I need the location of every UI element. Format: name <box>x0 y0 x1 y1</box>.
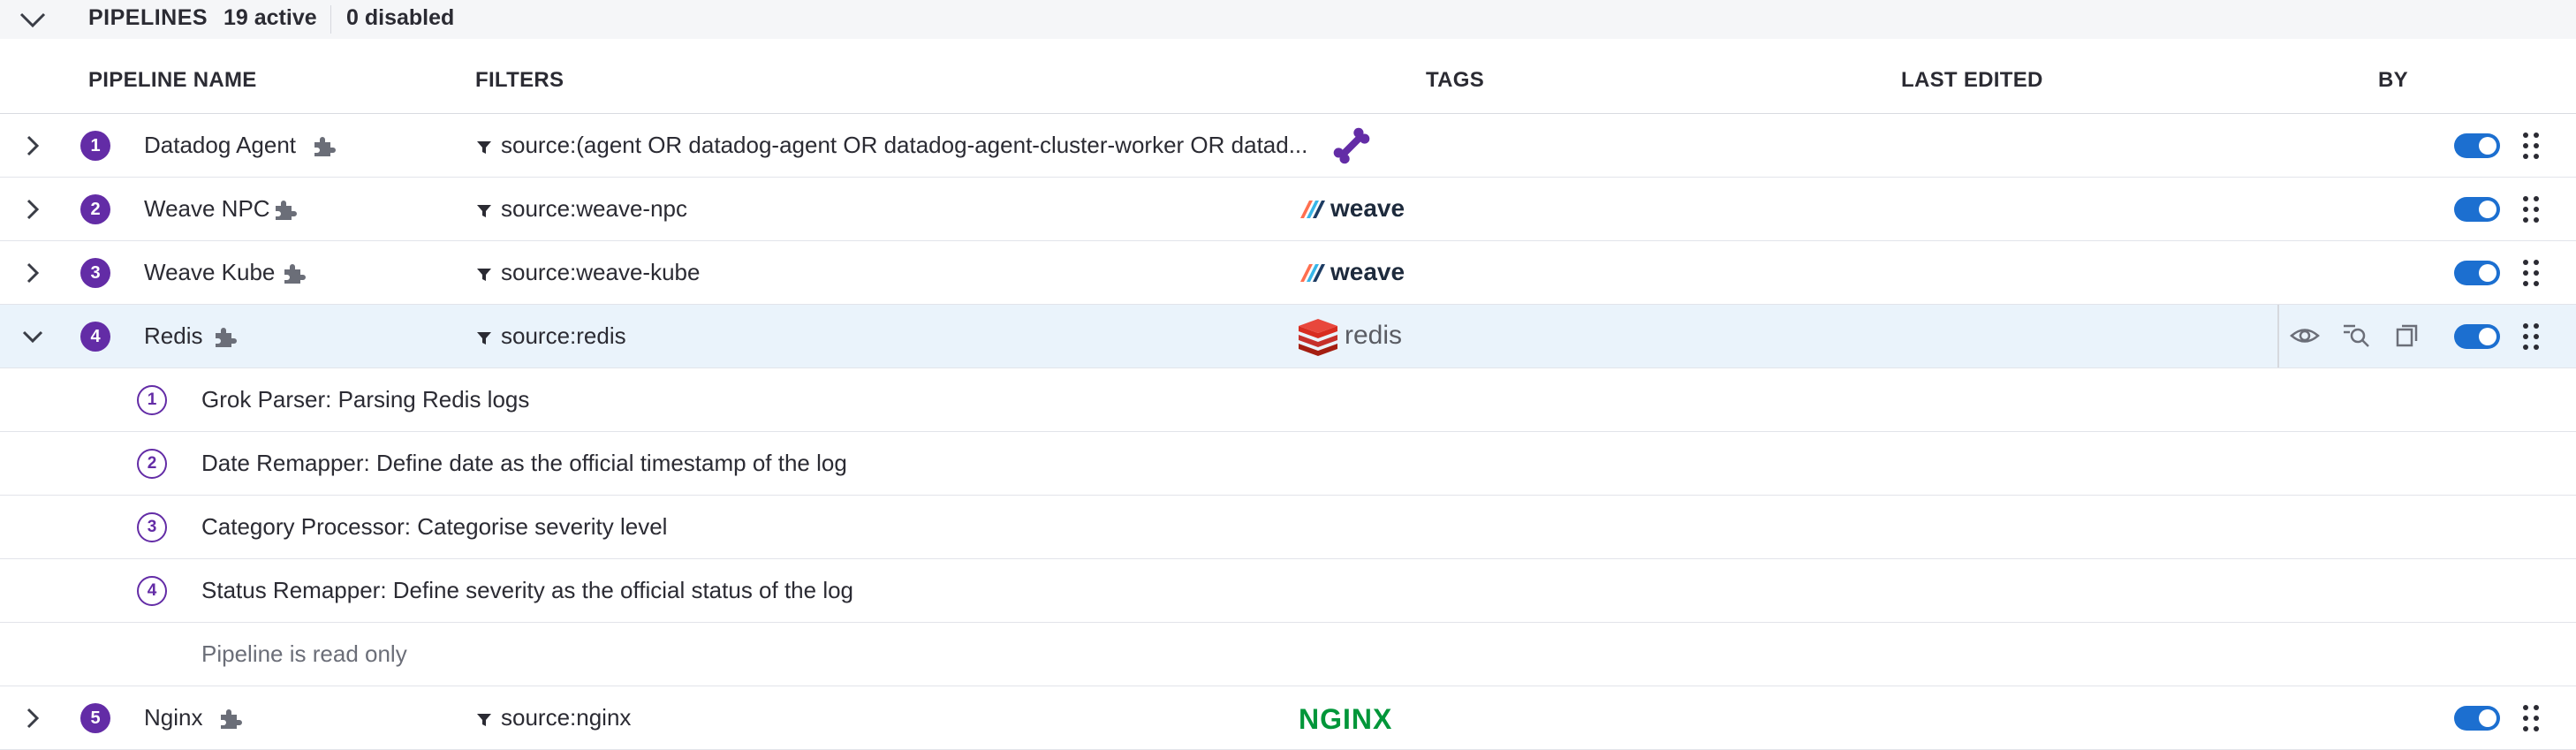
processor-order-badge: 2 <box>137 449 167 479</box>
puzzle-icon <box>276 201 297 220</box>
pipeline-row[interactable]: 2 Weave NPC source:weave-npc weave <box>0 178 2576 241</box>
processor-row[interactable]: 1 Grok Parser: Parsing Redis logs <box>0 368 2576 432</box>
filter-funnel-icon <box>477 332 491 345</box>
weave-logo: weave <box>1300 258 1405 285</box>
pipeline-order-badge: 5 <box>80 703 110 733</box>
pipelines-title: PIPELINES <box>88 5 208 30</box>
pipeline-filter: source:weave-npc <box>501 195 687 222</box>
pipeline-filter: source:(agent OR datadog-agent OR datado… <box>501 132 1308 158</box>
column-pipeline-name[interactable]: PIPELINE NAME <box>88 68 257 92</box>
puzzle-icon <box>221 709 242 729</box>
pipeline-order-badge: 4 <box>80 322 110 352</box>
drag-handle-icon[interactable] <box>2521 702 2541 734</box>
processor-row[interactable]: 4 Status Remapper: Define severity as th… <box>0 559 2576 623</box>
processor-label[interactable]: Status Remapper: Define severity as the … <box>201 577 854 603</box>
chevron-right-icon[interactable] <box>21 134 44 157</box>
puzzle-icon <box>284 264 306 284</box>
drag-handle-icon[interactable] <box>2521 193 2541 225</box>
column-by[interactable]: BY <box>2378 68 2408 92</box>
pipeline-filter: source:nginx <box>501 704 632 731</box>
pipeline-name[interactable]: Weave Kube <box>144 259 276 285</box>
weave-logo: weave <box>1300 194 1405 222</box>
datadog-bone-logo <box>1333 127 1370 164</box>
nginx-logo: NGINX <box>1299 703 1392 735</box>
pipeline-enable-toggle[interactable] <box>2454 324 2500 349</box>
readonly-row: Pipeline is read only <box>0 623 2576 686</box>
row-actions <box>2277 305 2443 367</box>
weave-logo-text: weave <box>1330 258 1405 285</box>
redis-logo: redis <box>1299 319 1402 356</box>
pipeline-filter: source:redis <box>501 322 626 349</box>
pipeline-enable-toggle[interactable] <box>2454 197 2500 222</box>
processor-row[interactable]: 3 Category Processor: Categorise severit… <box>0 496 2576 559</box>
pipeline-enable-toggle[interactable] <box>2454 261 2500 285</box>
table-header: PIPELINE NAME FILTERS TAGS LAST EDITED B… <box>0 39 2576 114</box>
column-tags[interactable]: TAGS <box>1426 68 1485 92</box>
processor-label[interactable]: Date Remapper: Define date as the offici… <box>201 450 847 476</box>
drag-handle-icon[interactable] <box>2521 321 2541 352</box>
processor-order-badge: 3 <box>137 512 167 542</box>
column-last-edited[interactable]: LAST EDITED <box>1901 68 2043 92</box>
pipeline-name[interactable]: Weave NPC <box>144 195 270 222</box>
pipeline-name[interactable]: Redis <box>144 322 203 349</box>
pipelines-summary-bar: PIPELINES 19 active 0 disabled <box>0 0 2576 40</box>
pipeline-enable-toggle[interactable] <box>2454 133 2500 158</box>
pipeline-name[interactable]: Datadog Agent <box>144 132 297 158</box>
chevron-down-icon[interactable] <box>18 9 48 30</box>
filter-funnel-icon <box>477 714 491 726</box>
disabled-count: 0 disabled <box>346 5 455 30</box>
processor-row[interactable]: 2 Date Remapper: Define date as the offi… <box>0 432 2576 496</box>
pipeline-row[interactable]: 5 Nginx source:nginx NGINX <box>0 686 2576 750</box>
filter-funnel-icon <box>477 269 491 281</box>
column-filters[interactable]: FILTERS <box>475 68 564 92</box>
drag-handle-icon[interactable] <box>2521 257 2541 289</box>
pipeline-order-badge: 3 <box>80 258 110 288</box>
chevron-right-icon[interactable] <box>21 198 44 221</box>
puzzle-icon <box>314 137 336 156</box>
pipeline-row[interactable]: 1 Datadog Agent source:(agent OR datadog… <box>0 114 2576 178</box>
pipeline-order-badge: 1 <box>80 131 110 161</box>
processor-label[interactable]: Category Processor: Categorise severity … <box>201 513 668 540</box>
redis-logo-text: redis <box>1345 321 1402 350</box>
pipeline-row-selected[interactable]: 4 Redis source:redis redis <box>0 305 2576 368</box>
processor-order-badge: 1 <box>137 385 167 415</box>
clone-icon[interactable] <box>2392 322 2422 349</box>
chevron-right-icon[interactable] <box>21 707 44 730</box>
puzzle-icon <box>216 328 237 347</box>
pipeline-enable-toggle[interactable] <box>2454 706 2500 731</box>
active-count: 19 active <box>224 5 317 30</box>
processor-order-badge: 4 <box>137 576 167 606</box>
chevron-right-icon[interactable] <box>21 261 44 284</box>
pipeline-order-badge: 2 <box>80 194 110 224</box>
filter-funnel-icon <box>477 205 491 217</box>
readonly-note: Pipeline is read only <box>201 640 407 667</box>
pipeline-filter: source:weave-kube <box>501 259 701 285</box>
drag-handle-icon[interactable] <box>2521 130 2541 162</box>
processor-label[interactable]: Grok Parser: Parsing Redis logs <box>201 386 530 413</box>
eye-icon[interactable] <box>2290 322 2320 349</box>
filter-funnel-icon <box>477 141 491 154</box>
pipeline-row[interactable]: 3 Weave Kube source:weave-kube weave <box>0 241 2576 305</box>
weave-logo-text: weave <box>1330 194 1405 222</box>
divider <box>330 5 331 34</box>
nginx-logo-text: NGINX <box>1299 703 1392 735</box>
pipeline-name[interactable]: Nginx <box>144 704 203 731</box>
search-pipeline-icon[interactable] <box>2341 322 2371 349</box>
chevron-down-icon[interactable] <box>21 325 44 348</box>
